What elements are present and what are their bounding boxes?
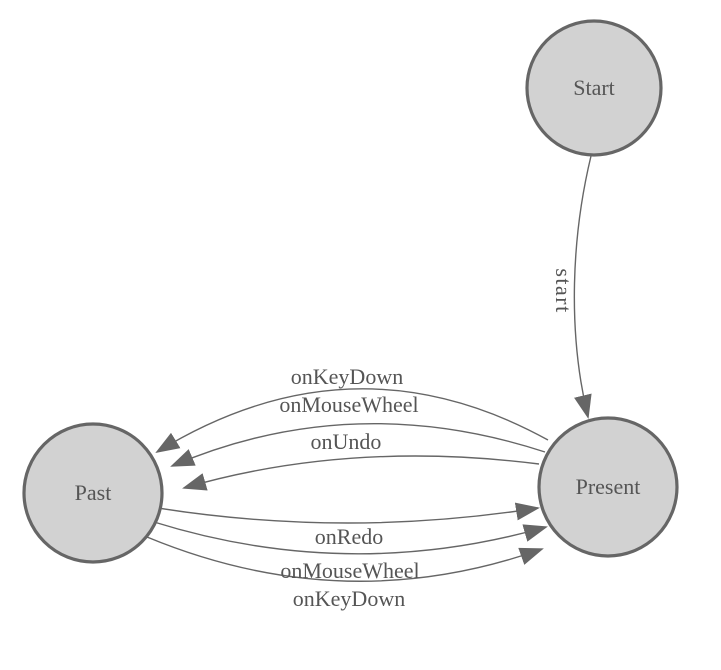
edge-label-onmousewheel-top: onMouseWheel — [279, 392, 418, 417]
edge-label-onredo: onRedo — [315, 524, 383, 549]
state-node-past[interactable] — [22, 422, 164, 564]
state-label-present: Present — [576, 474, 641, 499]
state-label-start: Start — [573, 75, 615, 100]
edge-onkeydown-past-to-present[interactable] — [146, 536, 544, 582]
edge-onmousewheel-present-to-past[interactable] — [170, 422, 546, 467]
edge-label-start: start — [551, 268, 576, 313]
edge-onredo-past-to-present[interactable] — [157, 502, 540, 524]
state-label-past: Past — [75, 480, 112, 505]
edge-label-onmousewheel-bottom: onMouseWheel — [280, 558, 419, 583]
edge-onkeydown-present-to-past[interactable] — [155, 388, 549, 454]
edge-start-to-present[interactable] — [573, 155, 592, 419]
edge-label-onkeydown-bottom: onKeyDown — [293, 586, 405, 611]
edge-label-onundo: onUndo — [311, 429, 382, 454]
edge-onmousewheel-past-to-present[interactable] — [153, 521, 548, 555]
state-node-present[interactable] — [537, 416, 679, 558]
edge-onundo-present-to-past[interactable] — [182, 455, 540, 491]
state-node-start[interactable] — [525, 19, 663, 157]
edge-label-onkeydown-top: onKeyDown — [291, 364, 403, 389]
